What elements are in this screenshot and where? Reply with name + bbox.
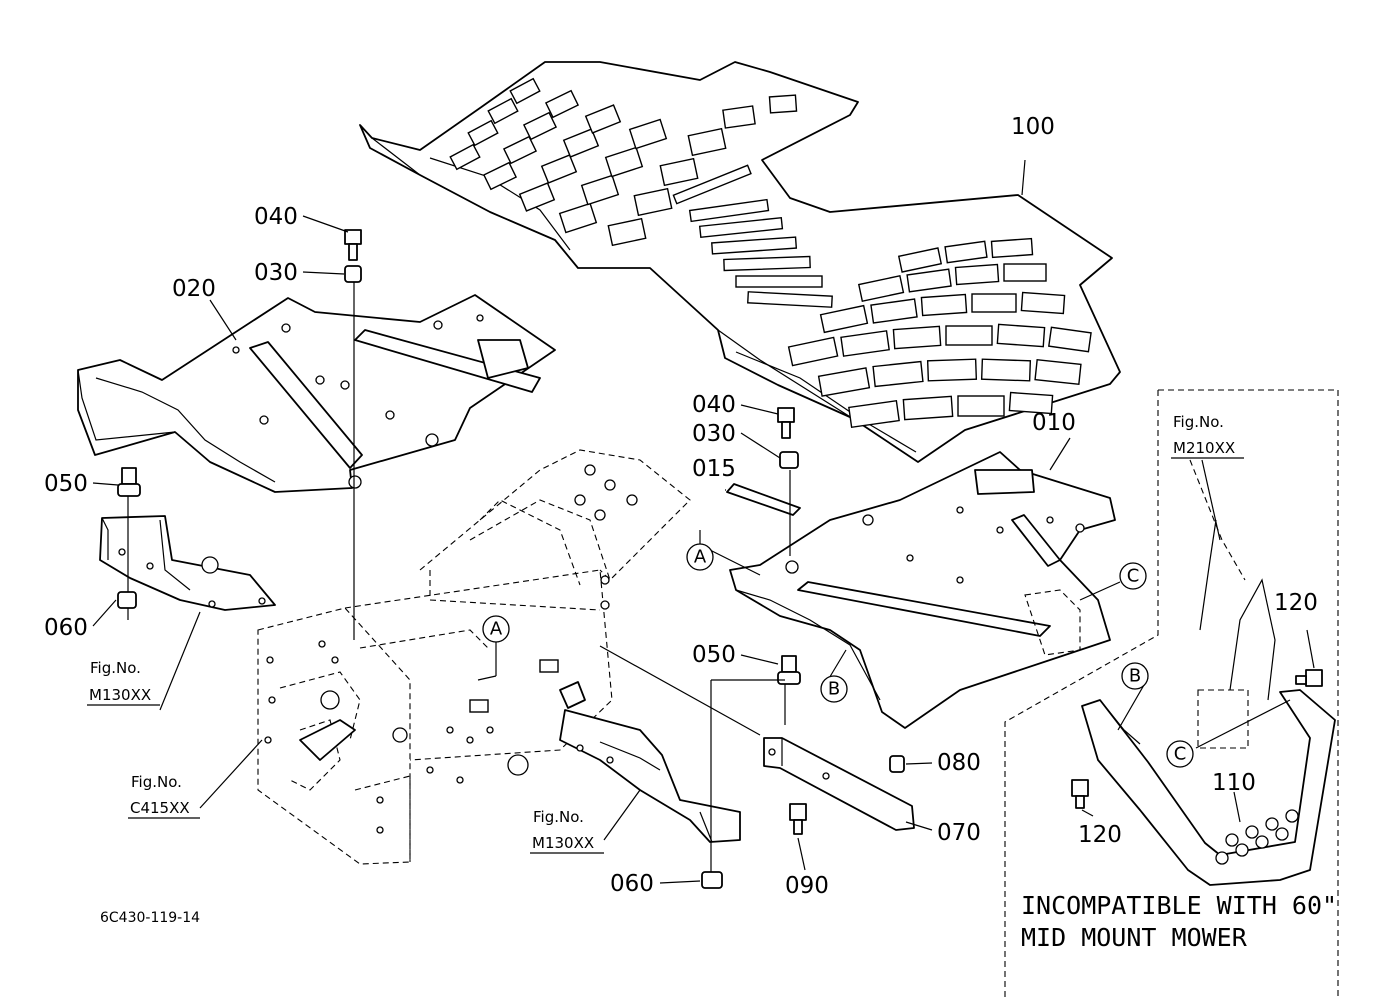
fig-ref-3-title: Fig.No.: [533, 808, 584, 826]
label-060-left: 060: [44, 615, 88, 641]
fig-ref-1-title: Fig.No.: [90, 659, 141, 677]
callout-a-2: A: [482, 615, 510, 643]
step-110: [1081, 459, 1336, 886]
label-120-right: 120: [1274, 590, 1318, 616]
left-step-020: [77, 294, 556, 493]
label-100: 100: [1011, 114, 1055, 140]
callout-c-2-text: C: [1174, 744, 1187, 765]
callout-c-2: C: [1166, 740, 1194, 768]
fig-ref-4-title: Fig.No.: [1173, 413, 1224, 431]
callout-c-1-text: C: [1127, 566, 1140, 587]
fig-ref-2-code: C415XX: [130, 799, 190, 817]
callout-a-2-text: A: [490, 619, 503, 640]
label-080: 080: [937, 750, 981, 776]
callout-b-1: B: [820, 675, 848, 703]
label-030-left: 030: [254, 260, 298, 286]
hardware: [117, 229, 1323, 889]
fig-ref-3-code: M130XX: [532, 834, 594, 852]
label-110: 110: [1212, 770, 1256, 796]
callout-b-2: B: [1121, 662, 1149, 690]
optional-parts-boundary: [1004, 389, 1339, 1000]
support-bar-070: [763, 737, 915, 831]
fig-ref-1-code: M130XX: [89, 686, 151, 704]
floor-mat-center-slats: [688, 198, 833, 308]
label-010: 010: [1032, 410, 1076, 436]
callout-c-1: C: [1119, 562, 1147, 590]
fig-ref-m210xx: Fig.No. M210XX: [1171, 413, 1244, 459]
label-090: 090: [785, 873, 829, 899]
label-040-left: 040: [254, 204, 298, 230]
washer-030-left: [344, 265, 362, 283]
label-070: 070: [937, 820, 981, 846]
right-bracket: [559, 709, 741, 843]
callout-a-1: A: [686, 543, 714, 571]
callout-a-1-text: A: [694, 547, 707, 568]
right-step-010: [729, 451, 1116, 729]
label-015: 015: [692, 456, 736, 482]
label-120-left: 120: [1078, 822, 1122, 848]
part-number-labels: 100 040 030 020 050 060 040 030 015 010 …: [44, 114, 1318, 899]
incompatibility-note-line-1: INCOMPATIBLE WITH 60": [1021, 891, 1337, 920]
fig-ref-m130xx-left: Fig.No. M130XX: [87, 659, 160, 706]
fig-ref-4-code: M210XX: [1173, 439, 1235, 457]
label-020: 020: [172, 276, 216, 302]
label-050-right: 050: [692, 642, 736, 668]
fig-ref-c415xx: Fig.No. C415XX: [128, 773, 200, 819]
label-050-left: 050: [44, 471, 88, 497]
label-060-right: 060: [610, 871, 654, 897]
callout-b-2-text: B: [1129, 666, 1141, 687]
fig-ref-2-title: Fig.No.: [131, 773, 182, 791]
label-030-right: 030: [692, 421, 736, 447]
label-040-right: 040: [692, 392, 736, 418]
floor-mat-grid-left: [449, 77, 798, 247]
floor-mat-100: [359, 61, 1121, 463]
incompatibility-note-line-2: MID MOUNT MOWER: [1021, 923, 1248, 952]
floor-mat-grid-right: [787, 237, 1092, 429]
callout-b-1-text: B: [828, 679, 840, 700]
left-bracket: [99, 515, 276, 611]
fig-ref-m130xx-right: Fig.No. M130XX: [530, 808, 604, 854]
chassis-frame: [257, 449, 691, 865]
drawing-code: 6C430-119-14: [100, 910, 200, 926]
